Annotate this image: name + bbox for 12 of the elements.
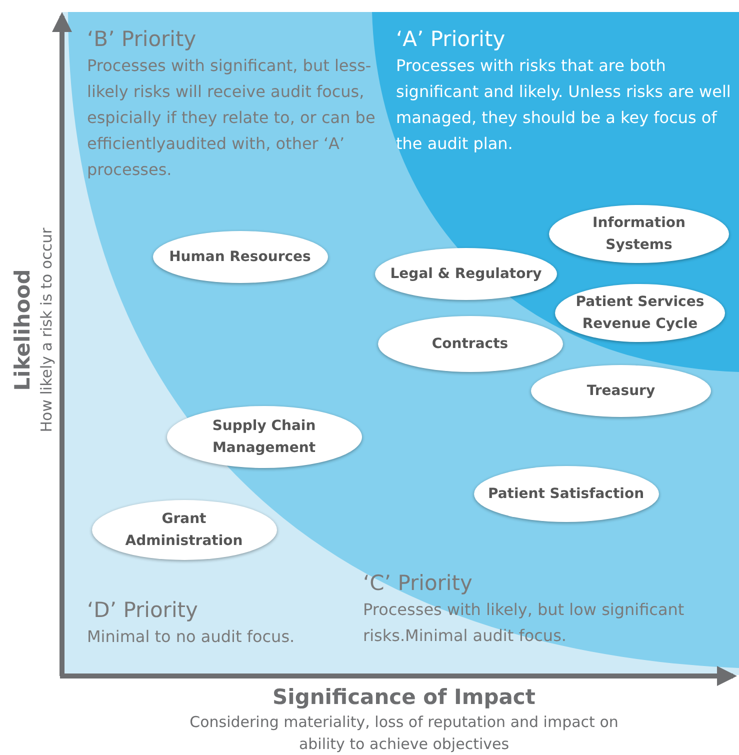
priority-description: Processes with significant, but less-likely risks will receive audit focus, espicially if they relate to, or can be efficientlyaudited with, other ‘A’ processes. <box>87 55 376 181</box>
axis-title: Significance of Impact <box>272 685 536 709</box>
priority-description: Minimal to no audit focus. <box>87 626 296 648</box>
priority-heading: ‘A’ Priority <box>396 26 506 53</box>
axis-subtitle: Considering materiality, loss of reputation and impact on ability to achieve objectives <box>188 712 620 755</box>
priority-heading: ‘B’ Priority <box>87 26 198 53</box>
priority-description: Processes with likely, but low significant risks.Minimal audit focus. <box>363 599 686 647</box>
priority-description: Processes with risks that are both significant and likely. Unless risks are well managed, they should be a key focus of the audit plan. <box>396 55 732 155</box>
priority-heading: ‘C’ Priority <box>363 570 474 597</box>
axis-title: Likelihood <box>10 269 34 391</box>
axis-subtitle: How likely a risk is to occur <box>36 228 55 432</box>
priority-heading: ‘D’ Priority <box>87 597 199 624</box>
